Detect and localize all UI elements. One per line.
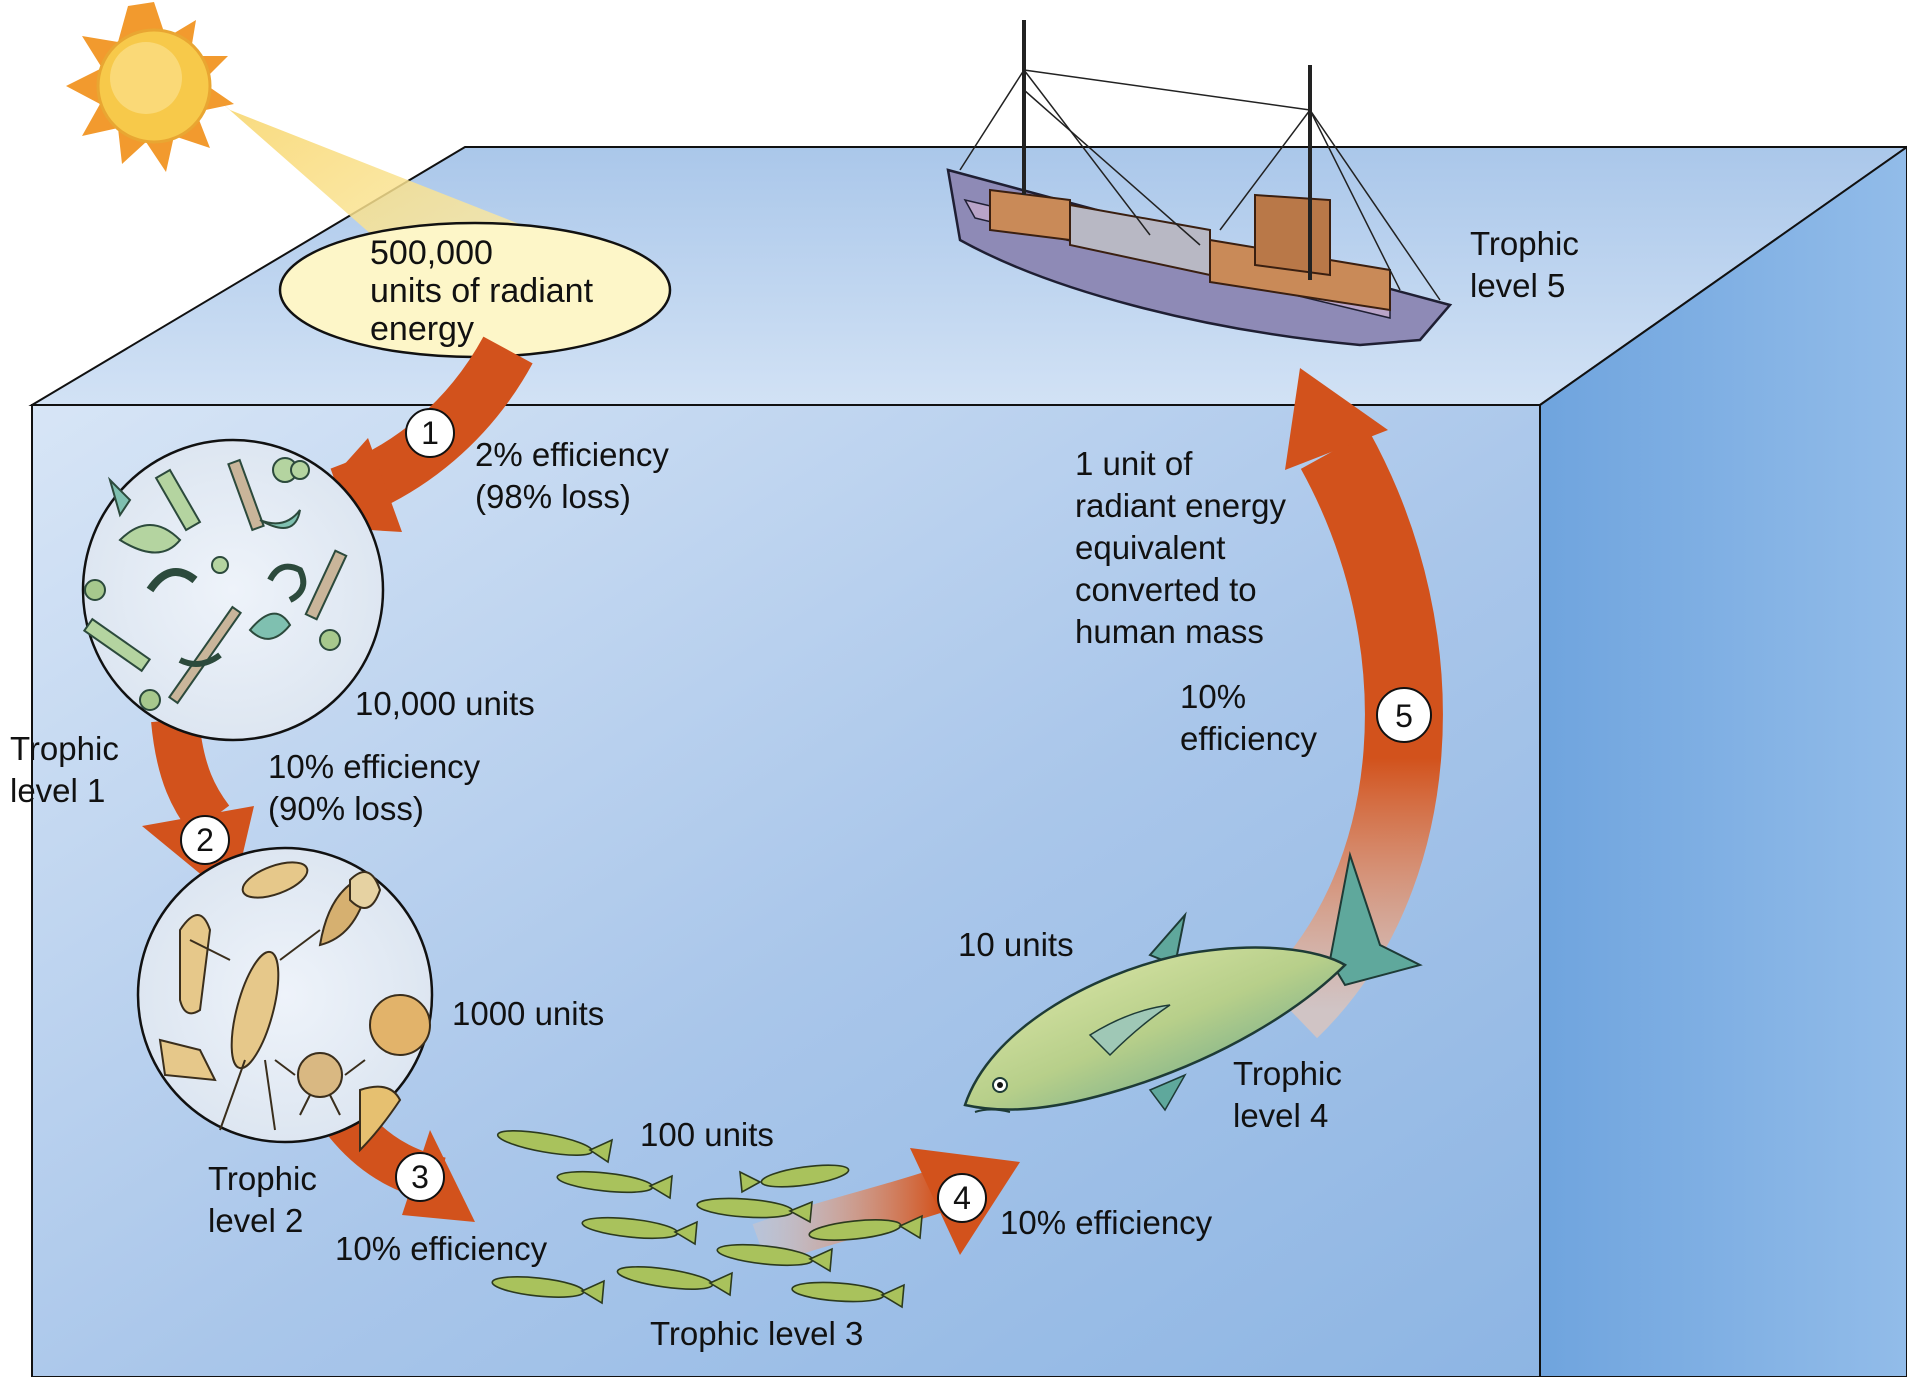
trophic-level-2-line-2: level 2 bbox=[208, 1202, 303, 1239]
radiant-energy-line-3: energy bbox=[370, 310, 474, 348]
radiant-energy-line-2: units of radiant bbox=[370, 272, 594, 310]
step-number-4: 4 bbox=[953, 1180, 971, 1216]
step-number-1: 1 bbox=[421, 415, 439, 451]
trophic-level-5-units-line-1: 1 unit of bbox=[1075, 445, 1193, 482]
trophic-level-2-units: 1000 units bbox=[452, 995, 604, 1032]
phytoplankton-illustration bbox=[83, 440, 383, 740]
trophic-level-2-line-1: Trophic bbox=[208, 1160, 317, 1197]
trophic-level-5-units-line-2: radiant energy bbox=[1075, 487, 1286, 524]
trophic-level-1-units: 10,000 units bbox=[355, 685, 535, 722]
radiant-energy-line-1: 500,000 bbox=[370, 234, 493, 272]
step-5-efficiency-line-1: 10% bbox=[1180, 678, 1246, 715]
trophic-level-1-line-1: Trophic bbox=[10, 730, 119, 767]
trophic-level-5-line-1: Trophic bbox=[1470, 225, 1579, 262]
step-2-loss: (90% loss) bbox=[268, 790, 424, 827]
trophic-level-3-units: 100 units bbox=[640, 1116, 774, 1153]
step-badge-1: 1 bbox=[406, 409, 454, 457]
trophic-level-1-line-2: level 1 bbox=[10, 772, 105, 809]
step-1-efficiency: 2% efficiency bbox=[475, 436, 669, 473]
step-2-efficiency: 10% efficiency bbox=[268, 748, 481, 785]
step-number-3: 3 bbox=[411, 1159, 429, 1195]
step-number-5: 5 bbox=[1395, 698, 1413, 734]
step-badge-4: 4 bbox=[938, 1174, 986, 1222]
trophic-level-5-units-line-3: equivalent bbox=[1075, 529, 1225, 566]
sun-icon bbox=[66, 2, 234, 172]
step-4-efficiency: 10% efficiency bbox=[1000, 1204, 1213, 1241]
step-3-efficiency: 10% efficiency bbox=[335, 1230, 548, 1267]
trophic-level-3-label: Trophic level 3 bbox=[650, 1315, 863, 1352]
step-5-efficiency-line-2: efficiency bbox=[1180, 720, 1317, 757]
step-1-loss: (98% loss) bbox=[475, 478, 631, 515]
step-number-2: 2 bbox=[196, 822, 214, 858]
trophic-level-5-units-line-4: converted to bbox=[1075, 571, 1257, 608]
trophic-level-4-line-1: Trophic bbox=[1233, 1055, 1342, 1092]
radiant-energy-bubble: 500,000 units of radiant energy bbox=[280, 223, 670, 357]
trophic-level-5-line-2: level 5 bbox=[1470, 267, 1565, 304]
step-badge-5: 5 bbox=[1377, 688, 1431, 742]
step-badge-3: 3 bbox=[396, 1153, 444, 1201]
trophic-level-4-units: 10 units bbox=[958, 926, 1074, 963]
trophic-level-5-units-line-5: human mass bbox=[1075, 613, 1264, 650]
step-badge-2: 2 bbox=[181, 816, 229, 864]
trophic-level-4-line-2: level 4 bbox=[1233, 1097, 1328, 1134]
